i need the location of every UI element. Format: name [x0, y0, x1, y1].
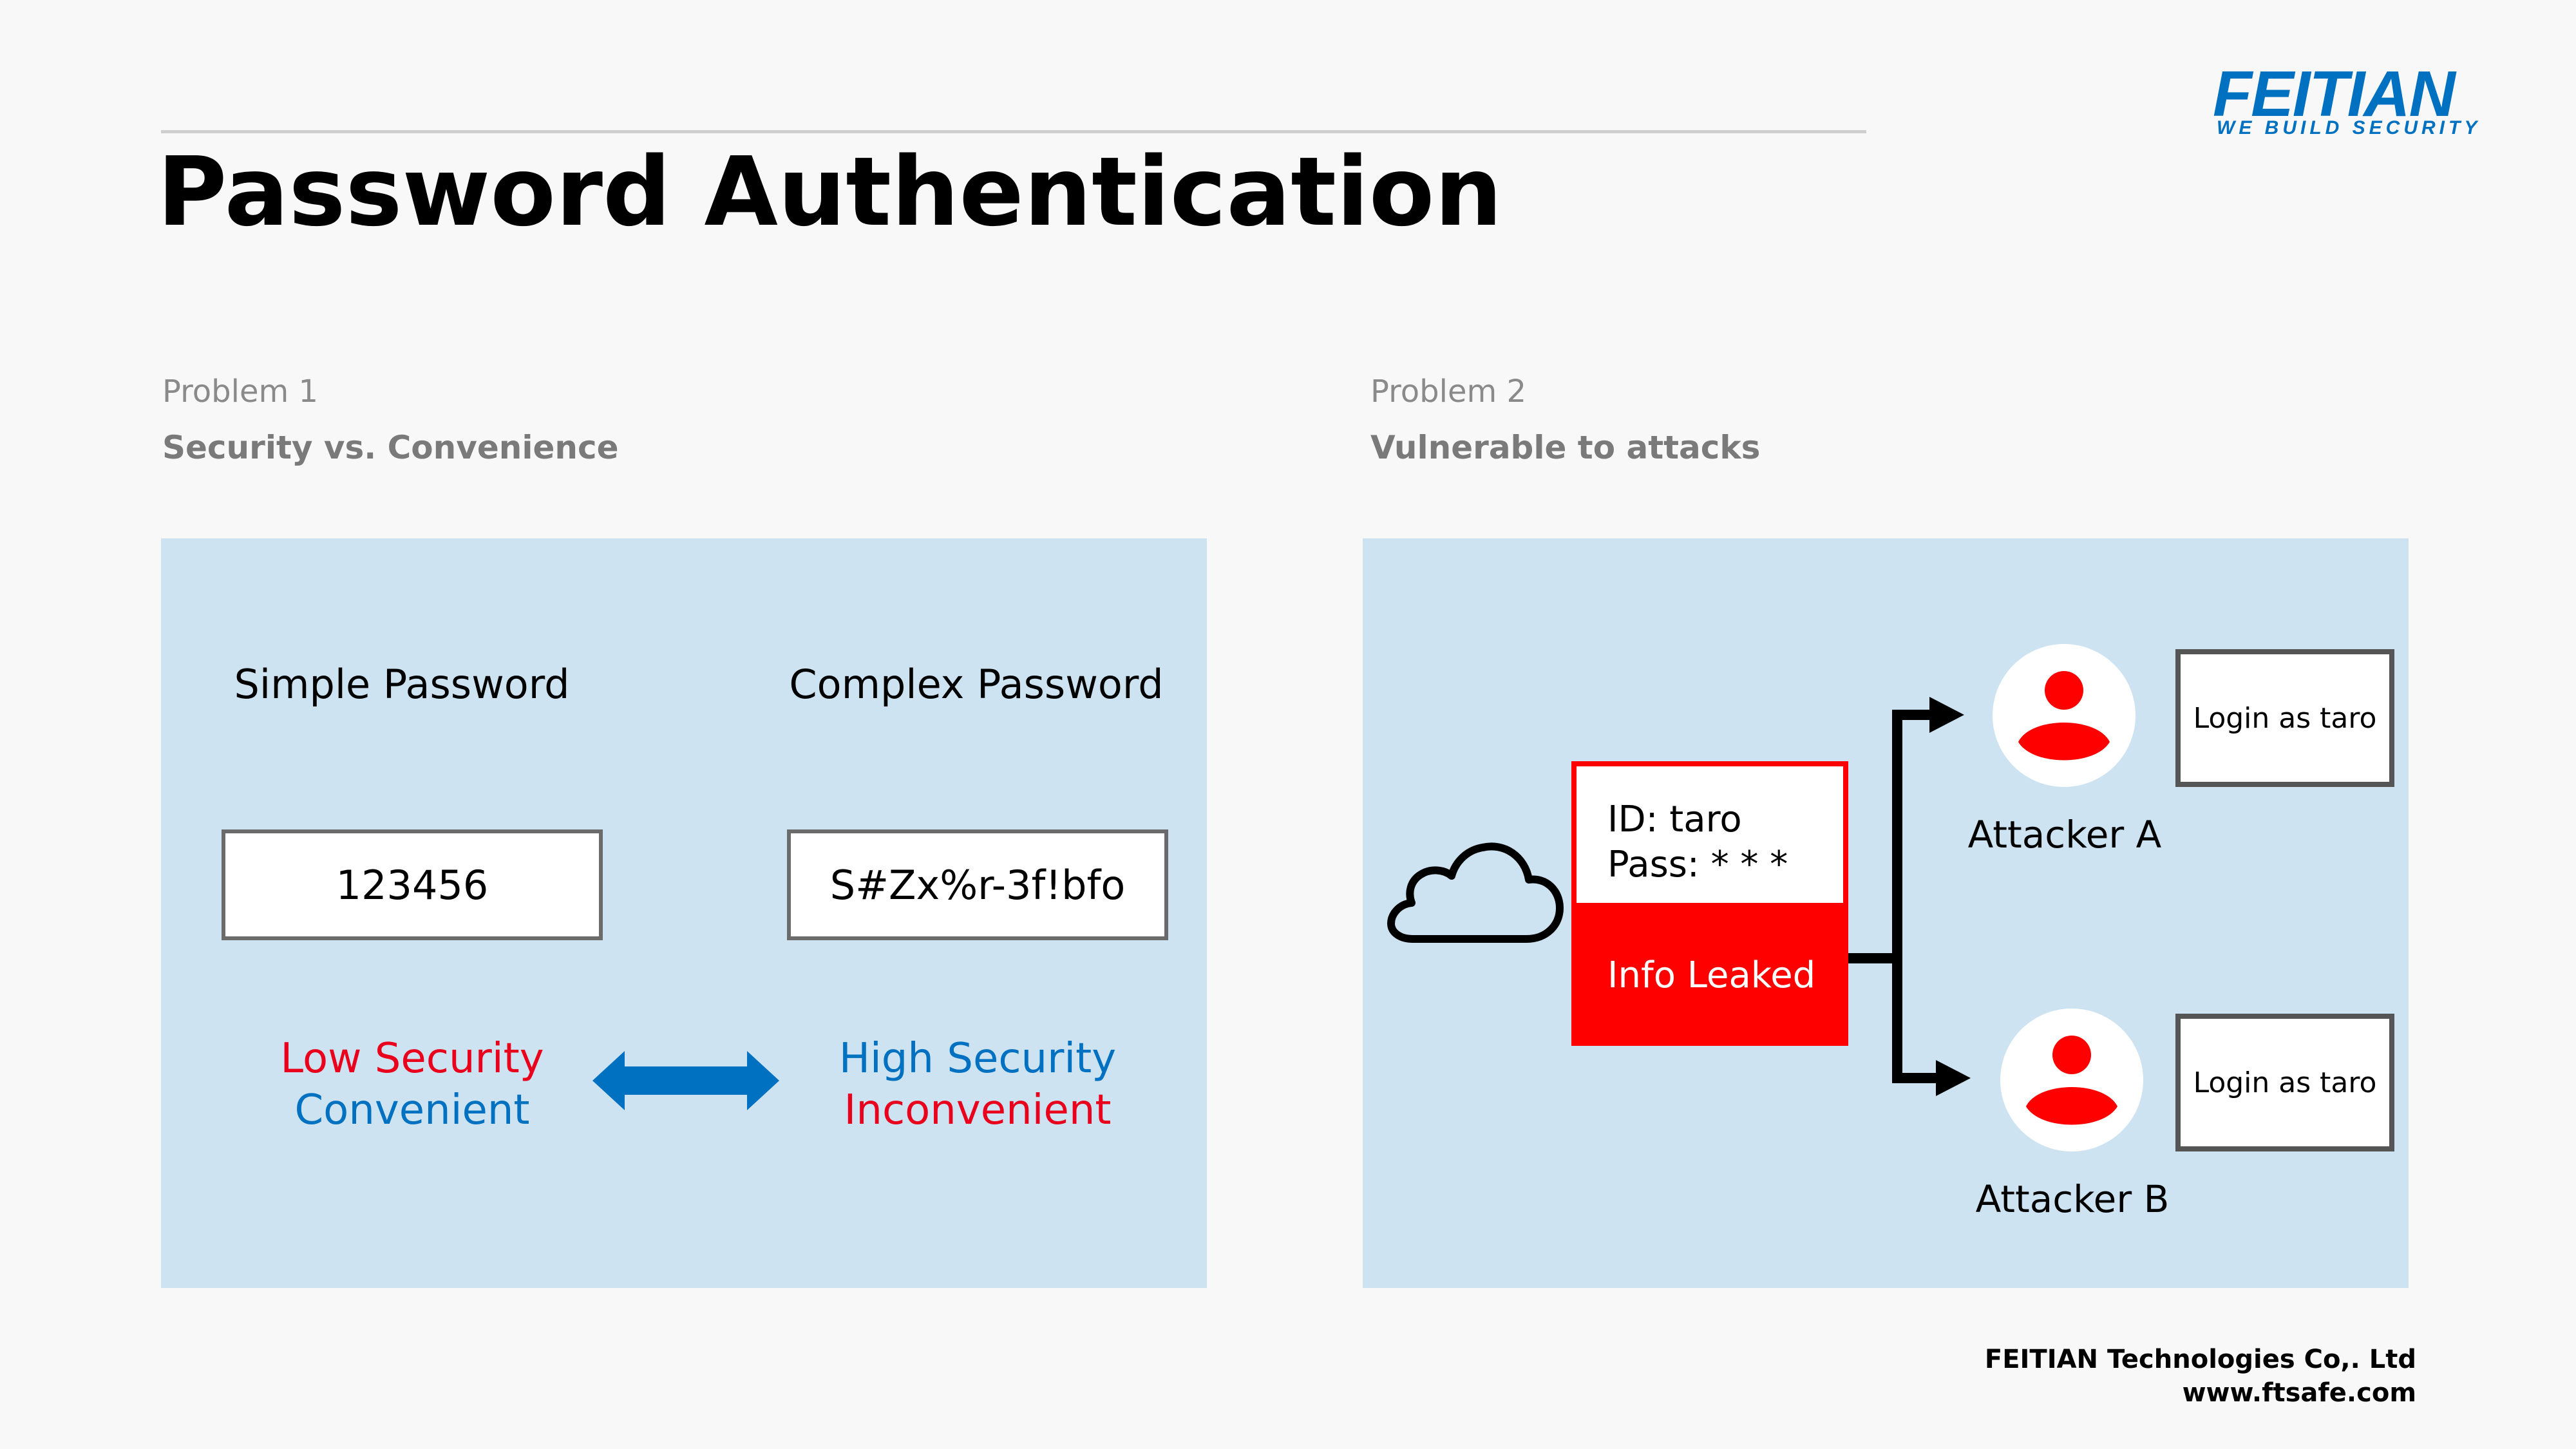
leaked-pass: Pass: * * * — [1607, 844, 1788, 886]
attacker-b-login: Login as taro — [2175, 1014, 2394, 1151]
info-leaked-banner: Info Leaked — [1577, 903, 1843, 1046]
attacker-a-name: Attacker A — [1967, 813, 2162, 857]
problem1-subtitle: Security vs. Convenience — [162, 429, 619, 466]
user-icon — [2018, 671, 2110, 761]
problem2-subtitle: Vulnerable to attacks — [1370, 429, 1761, 466]
cloud-icon — [1387, 842, 1564, 943]
complex-password-example: S#Zx%r-3f!bfo — [787, 829, 1168, 940]
logo-wordmark: FEITIAN — [2213, 58, 2456, 130]
footer-url: www.ftsafe.com — [2182, 1378, 2416, 1408]
simple-password-example: 123456 — [222, 829, 603, 940]
problem2-label: Problem 2 — [1370, 374, 1527, 410]
attacker-a-avatar — [1993, 644, 2136, 787]
complex-password-heading: Complex Password — [789, 661, 1164, 708]
info-leaked-label: Info Leaked — [1607, 954, 1816, 996]
leaked-id: ID: taro — [1607, 799, 1742, 840]
simple-convenience-label: Convenient — [294, 1086, 530, 1134]
leak-branch-arrows-icon — [1848, 697, 1971, 1096]
attacker-a-login: Login as taro — [2175, 649, 2394, 787]
page-title: Password Authentication — [157, 137, 1502, 247]
feitian-logo: FEITIAN WE BUILD SECURITY — [2213, 62, 2483, 140]
tradeoff-double-arrow-icon — [592, 1051, 779, 1110]
attacker-b-avatar — [2000, 1009, 2143, 1151]
simple-security-label: Low Security — [280, 1035, 544, 1083]
simple-password-heading: Simple Password — [234, 661, 570, 708]
leaked-credentials-card: ID: taro Pass: * * * Info Leaked — [1571, 761, 1848, 1046]
header-divider — [161, 130, 1866, 133]
attacker-b-name: Attacker B — [1975, 1177, 2170, 1221]
user-icon — [2026, 1036, 2117, 1125]
complex-convenience-label: Inconvenient — [844, 1086, 1112, 1134]
footer-company: FEITIAN Technologies Co,. Ltd — [1984, 1345, 2416, 1374]
logo-tagline: WE BUILD SECURITY — [2217, 117, 2481, 138]
complex-security-label: High Security — [838, 1035, 1117, 1083]
credentials-section: ID: taro Pass: * * * — [1577, 766, 1843, 903]
problem1-label: Problem 1 — [162, 374, 319, 410]
